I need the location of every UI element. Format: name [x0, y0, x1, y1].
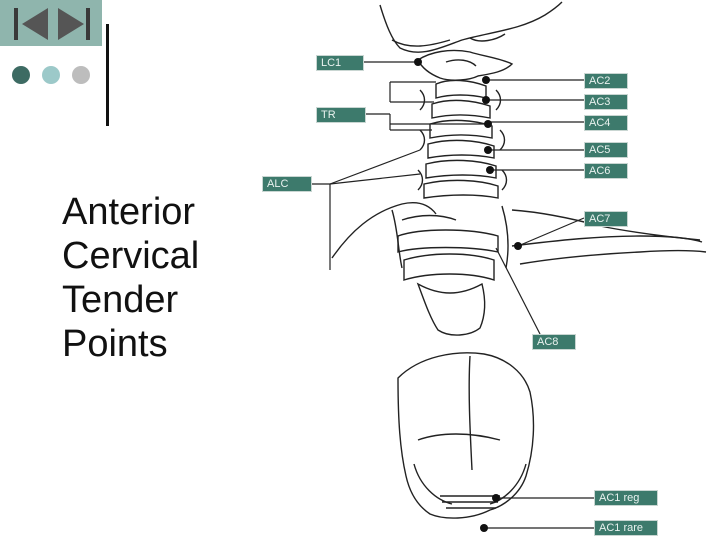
skull-drawing — [397, 352, 535, 519]
label-ac2: AC2 — [584, 73, 628, 89]
label-ac6: AC6 — [584, 163, 628, 179]
label-ac4: AC4 — [584, 115, 628, 131]
label-ac3: AC3 — [584, 94, 628, 110]
dot-light — [42, 66, 60, 84]
shoulder-girdle-drawing — [331, 202, 707, 336]
label-ac1-reg: AC1 reg — [594, 490, 658, 506]
vertical-divider — [106, 24, 109, 126]
tender-point-dots — [414, 58, 522, 532]
label-tr: TR — [316, 107, 366, 123]
title-line-4: Points — [62, 323, 168, 365]
label-ac8: AC8 — [532, 334, 576, 350]
slide-title: Anterior Cervical Tender Points — [62, 190, 199, 366]
dot-grey — [72, 66, 90, 84]
play-controls-icon — [12, 6, 92, 42]
label-lc1: LC1 — [316, 55, 364, 71]
title-line-2: Cervical — [62, 235, 200, 277]
label-ac5: AC5 — [584, 142, 628, 158]
vertebral-column-drawing — [417, 79, 508, 199]
leader-lines — [312, 61, 594, 529]
title-line-3: Tender — [62, 279, 179, 321]
label-ac7: AC7 — [584, 211, 628, 227]
title-line-1: Anterior — [62, 191, 196, 233]
atlas-vertebra-drawing — [417, 49, 514, 81]
skull-base-drawing — [379, 1, 563, 53]
label-alc: ALC — [262, 176, 312, 192]
dot-dark — [12, 66, 30, 84]
label-ac1-rare: AC1 rare — [594, 520, 658, 536]
